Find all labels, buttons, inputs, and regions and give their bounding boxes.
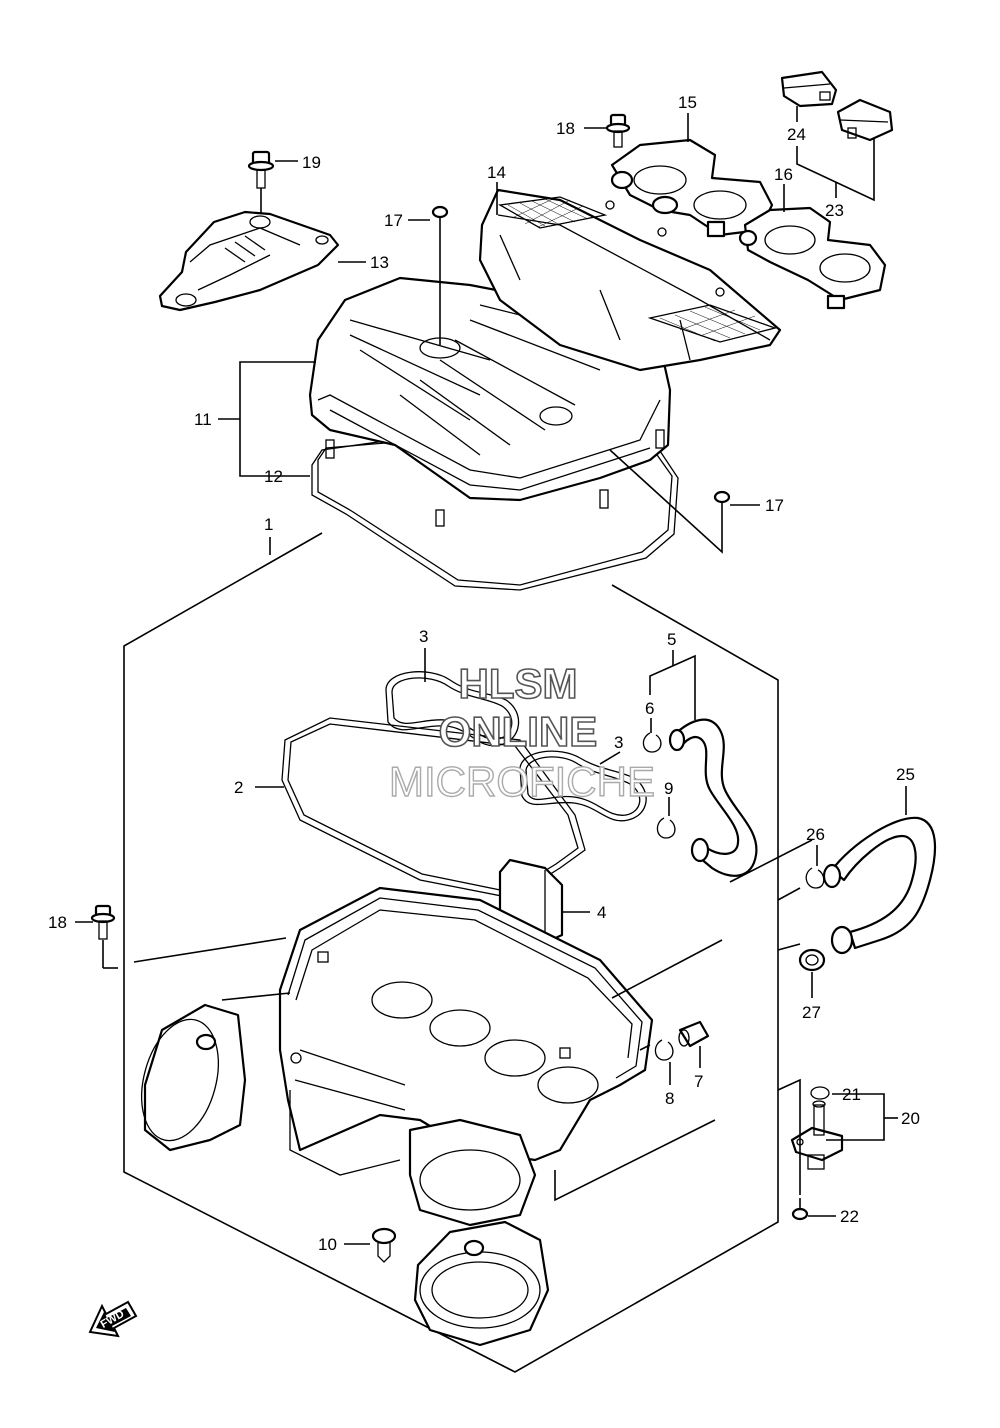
screw-22 <box>791 1198 809 1221</box>
clamp-8 <box>654 1039 674 1061</box>
callout-6: 6 <box>645 699 654 718</box>
o-ring-21 <box>810 1086 830 1100</box>
watermark-line-2: ONLINE <box>439 708 598 755</box>
callout-3b: 3 <box>614 733 623 752</box>
callout-18a: 18 <box>556 119 575 138</box>
callout-17b: 17 <box>765 496 784 515</box>
mesh-front <box>498 196 608 229</box>
callout-21: 21 <box>842 1085 861 1104</box>
screw-17-top <box>431 205 449 232</box>
bolt-19 <box>247 150 275 189</box>
callout-24: 24 <box>787 125 806 144</box>
bracket <box>158 210 340 312</box>
callout-9: 9 <box>664 779 673 798</box>
hose-25 <box>822 816 936 955</box>
mesh-rear <box>647 304 778 343</box>
callout-16: 16 <box>774 165 793 184</box>
filter-seal <box>281 717 586 899</box>
callout-26: 26 <box>806 825 825 844</box>
callout-12: 12 <box>264 467 283 486</box>
bolt-18-top <box>605 113 631 148</box>
callout-4: 4 <box>597 903 606 922</box>
callout-20: 20 <box>901 1109 920 1128</box>
watermark-line-1: HLSM <box>459 660 578 707</box>
watermark-line-3: MICROFICHE <box>389 758 655 805</box>
callout-7: 7 <box>694 1072 703 1091</box>
sensor-20 <box>790 1100 844 1170</box>
intake-duct-upper <box>478 188 782 372</box>
velocity-stack-15 <box>610 138 774 238</box>
callout-11: 11 <box>194 410 212 429</box>
clamp-26 <box>805 867 825 889</box>
callout-2: 2 <box>234 778 243 797</box>
gasket-3-left <box>385 671 520 747</box>
air-cleaner-case <box>141 886 654 1227</box>
callout-14: 14 <box>487 163 506 182</box>
callout-10: 10 <box>318 1235 337 1254</box>
clip-10 <box>371 1227 397 1263</box>
gasket-3-right <box>519 750 647 822</box>
callout-17a: 17 <box>384 211 403 230</box>
fwd-arrow-icon: FWD <box>88 1300 138 1338</box>
sensor-23 <box>836 98 894 142</box>
clamp-27 <box>798 948 826 972</box>
callout-25: 25 <box>896 765 915 784</box>
callout-5: 5 <box>667 630 676 649</box>
hose-5 <box>668 718 758 877</box>
callout-13: 13 <box>370 253 389 272</box>
callout-labels: 1 2 3 3 4 5 6 7 8 9 10 11 12 13 14 15 16… <box>48 93 920 1254</box>
callout-15: 15 <box>678 93 697 112</box>
leader-lines <box>75 106 907 1245</box>
callout-19: 19 <box>302 153 321 172</box>
velocity-stack-16 <box>738 206 887 310</box>
connector-24 <box>780 70 838 108</box>
callout-27: 27 <box>802 1003 821 1022</box>
bolt-18-lower <box>90 904 116 940</box>
assembly-frame <box>123 532 779 1373</box>
clamp-6 <box>642 732 662 753</box>
callout-3a: 3 <box>419 627 428 646</box>
clamp-9 <box>656 817 676 839</box>
callout-18b: 18 <box>48 913 67 932</box>
callout-23: 23 <box>825 201 844 220</box>
watermark: HLSM ONLINE MICROFICHE <box>388 659 655 806</box>
callout-1: 1 <box>264 515 273 534</box>
screw-17-right <box>713 490 731 518</box>
callout-22: 22 <box>840 1207 859 1226</box>
lower-intake-duct <box>413 1220 550 1347</box>
cap-7 <box>678 1020 710 1048</box>
callout-8: 8 <box>665 1089 674 1108</box>
